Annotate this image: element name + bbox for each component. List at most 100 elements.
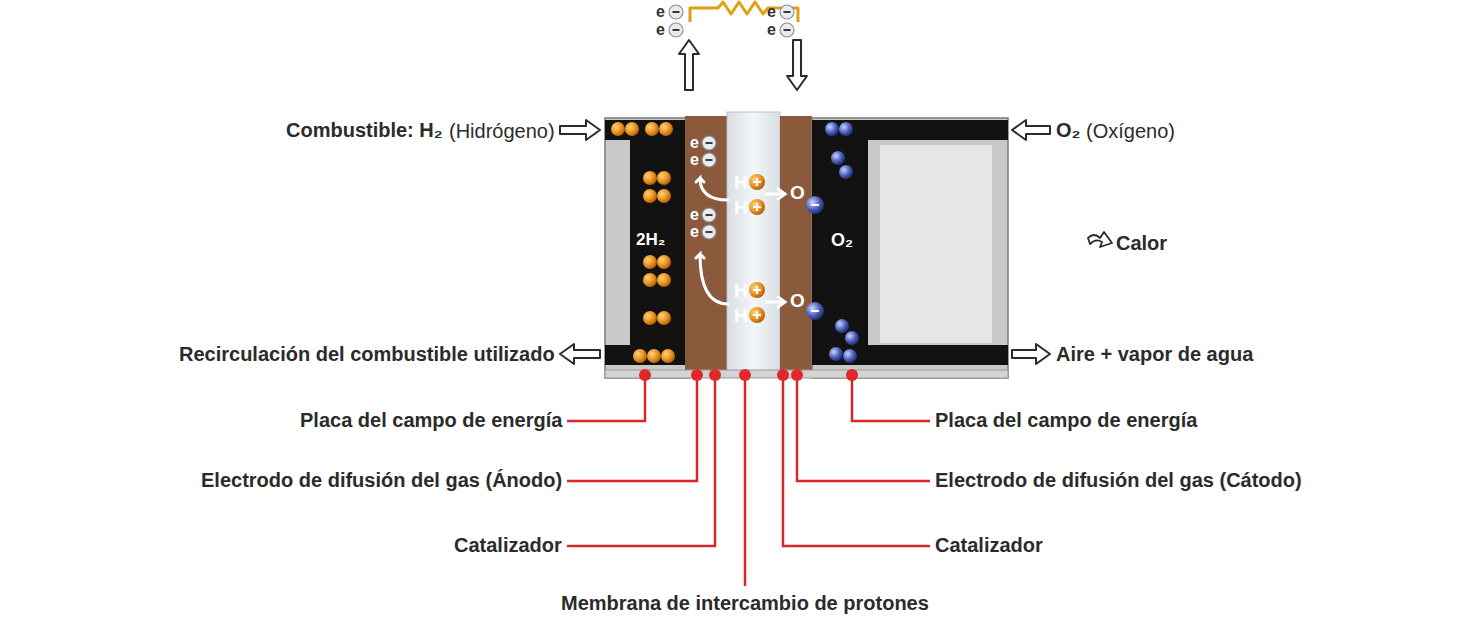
minus-sign [706,159,713,161]
callout-dot [791,369,803,381]
callout-dot [639,369,651,381]
minus-sign [706,142,713,144]
cathode-electrode [780,116,812,372]
hydrogen-molecule [643,311,657,325]
hydrogen-molecule [645,122,659,136]
molecule-label: 2H₂ [636,230,665,250]
oxygen-molecule [845,331,859,345]
plus-sign [753,203,761,211]
electron-label: e [690,134,699,152]
minus-sign [673,29,680,31]
electron-path-arrow [696,178,728,200]
anode-electrode [685,116,727,372]
flow-arrow [1012,344,1050,364]
hydrogen-molecule [643,171,657,185]
oxygen-ion [806,302,824,320]
proton-symbol [749,282,765,298]
oxygen-molecule [835,319,849,333]
input-label: (Hidrógeno) [449,120,555,143]
ion-label: O [790,182,805,204]
part-label: Electrodo de difusión del gas (Cátodo) [935,469,1302,492]
hydrogen-molecule [647,349,661,363]
fuel-channel [605,120,686,365]
flow-arrow [1012,120,1050,140]
hydrogen-molecule [633,349,647,363]
oxygen-channel [812,120,1008,365]
proton-symbol [749,199,765,215]
hydrogen-molecule [657,273,671,287]
plus-sign [753,286,761,294]
electron-symbol [780,5,794,19]
flow-arrow [560,120,600,140]
proton-arrow [766,297,785,307]
hydrogen-molecule [657,311,671,325]
callout-dot [709,369,721,381]
leader-line [567,375,645,421]
ion-label: O [790,290,805,312]
input-label: Combustible: H₂ [286,119,443,142]
callout-dot [691,369,703,381]
electron-label: e [767,3,776,21]
minus-sign [784,11,791,13]
flow-arrow [560,344,600,364]
minus-sign [706,231,713,233]
output-label: Calor [1116,232,1167,255]
input-label: (Oxígeno) [1086,120,1175,143]
output-label: Aire + vapor de agua [1056,343,1253,366]
callout-dot [777,369,789,381]
oxygen-molecule [839,165,853,179]
oxygen-molecule [825,122,839,136]
hydrogen-molecule [657,189,671,203]
part-label: Electrodo de difusión del gas (Ánodo) [201,469,562,492]
leader-line [567,375,715,546]
heat-arrow [1088,232,1112,247]
part-label: Catalizador [454,534,562,557]
ion-label: H [734,197,748,219]
electron-label: e [690,223,699,241]
hydrogen-molecule [643,273,657,287]
molecule-label: O₂ [831,230,853,251]
electron-symbol [702,208,716,222]
electron-label: e [656,3,665,21]
electron-label: e [656,21,665,39]
electron-symbol [702,225,716,239]
electron-symbol [669,5,683,19]
minus-sign [784,29,791,31]
electron-symbol [702,136,716,150]
leader-line [744,375,747,586]
leader-line [567,375,697,481]
proton-arrow [766,189,785,199]
hydrogen-molecule [661,349,675,363]
callout-dot [739,369,751,381]
electron-symbol [780,23,794,37]
electron-label: e [767,21,776,39]
hydrogen-molecule [643,189,657,203]
hydrogen-molecule [657,171,671,185]
leader-line [783,375,930,546]
electron-label: e [690,206,699,224]
minus-sign [811,204,819,206]
resistor-symbol [690,2,798,22]
oxygen-molecule [829,347,843,361]
hydrogen-molecule [611,122,625,136]
output-label: Recirculación del combustible utilizado [179,343,555,366]
electron-symbol [669,23,683,37]
ion-label: H [734,305,748,327]
electron-symbol [702,153,716,167]
callout-dot [846,369,858,381]
input-label: O₂ [1056,119,1080,142]
minus-sign [811,310,819,312]
plus-sign [753,311,761,319]
part-label: Catalizador [935,534,1043,557]
part-label: Placa del campo de energía [935,409,1197,432]
electron-flow-arrow [679,40,699,90]
oxygen-molecule [843,349,857,363]
base-strip [605,370,1008,378]
minus-sign [706,214,713,216]
proton-exchange-membrane [727,112,780,372]
oxygen-molecule [831,151,845,165]
flow-field-plate [812,118,1008,378]
minus-sign [673,11,680,13]
hydrogen-molecule [643,255,657,269]
electron-flow-arrow [787,40,807,90]
